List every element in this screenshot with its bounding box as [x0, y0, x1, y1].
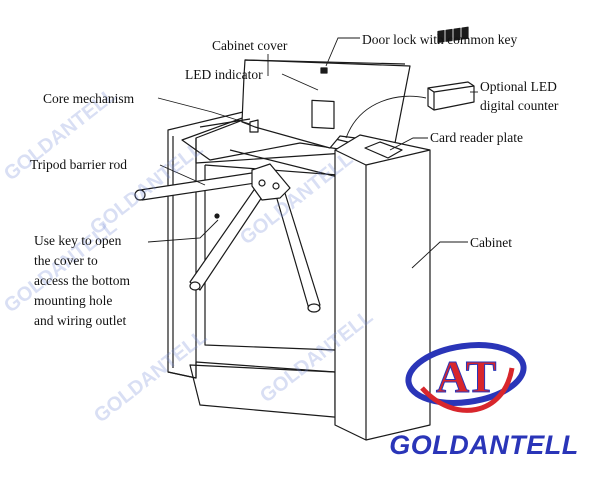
- label-led-indicator: LED indicator: [185, 67, 263, 82]
- keyhole: [214, 213, 220, 219]
- label-cabinet-cover: Cabinet cover: [212, 38, 288, 53]
- logo-letters: AT: [436, 351, 497, 402]
- leader-tripod-rod: [159, 164, 206, 186]
- label-core-mechanism: Core mechanism: [43, 91, 135, 106]
- label-optional-led-1: Optional LED: [480, 79, 557, 94]
- label-use-key-2: the cover to: [34, 253, 98, 268]
- logo-swoosh-red: [420, 367, 515, 413]
- tripod-rod-down-right: [274, 189, 321, 310]
- label-use-key-4: mounting hole: [34, 293, 113, 308]
- label-cabinet: Cabinet: [470, 235, 512, 250]
- label-use-key-5: and wiring outlet: [34, 313, 127, 328]
- door-lock-shape: [320, 67, 328, 74]
- leader-led-indicator: [281, 73, 319, 91]
- label-card-reader-plate: Card reader plate: [430, 130, 523, 145]
- leader-core-mechanism: [157, 97, 251, 125]
- label-use-key-3: access the bottom: [34, 273, 130, 288]
- label-door-lock: Door lock with common key: [362, 32, 518, 47]
- led-indicator-shape: [311, 99, 335, 130]
- label-optional-led-2: digital counter: [480, 98, 559, 113]
- tripod-hub: [251, 163, 291, 201]
- leader-use-key: [147, 219, 219, 243]
- housing-inner-wall: [204, 165, 336, 351]
- tripod-rod-horizontal: [139, 171, 263, 201]
- led-counter-device: [427, 26, 475, 111]
- label-use-key-1: Use key to open: [34, 233, 122, 248]
- label-tripod-barrier-rod: Tripod barrier rod: [30, 157, 127, 172]
- leader-led-counter-arc: [345, 95, 427, 139]
- leader-card-reader: [389, 137, 428, 151]
- tripod-rod-down-left: [189, 186, 265, 291]
- leader-door-lock: [325, 37, 360, 67]
- card-reader-plate-shape: [364, 141, 403, 159]
- cabinet-right-box: [334, 134, 431, 441]
- leader-cabinet: [411, 241, 468, 269]
- brand-name: GOLDANTELL: [389, 430, 579, 460]
- logo-ring-blue: [405, 342, 527, 406]
- goldantell-logo: AT: [405, 342, 527, 413]
